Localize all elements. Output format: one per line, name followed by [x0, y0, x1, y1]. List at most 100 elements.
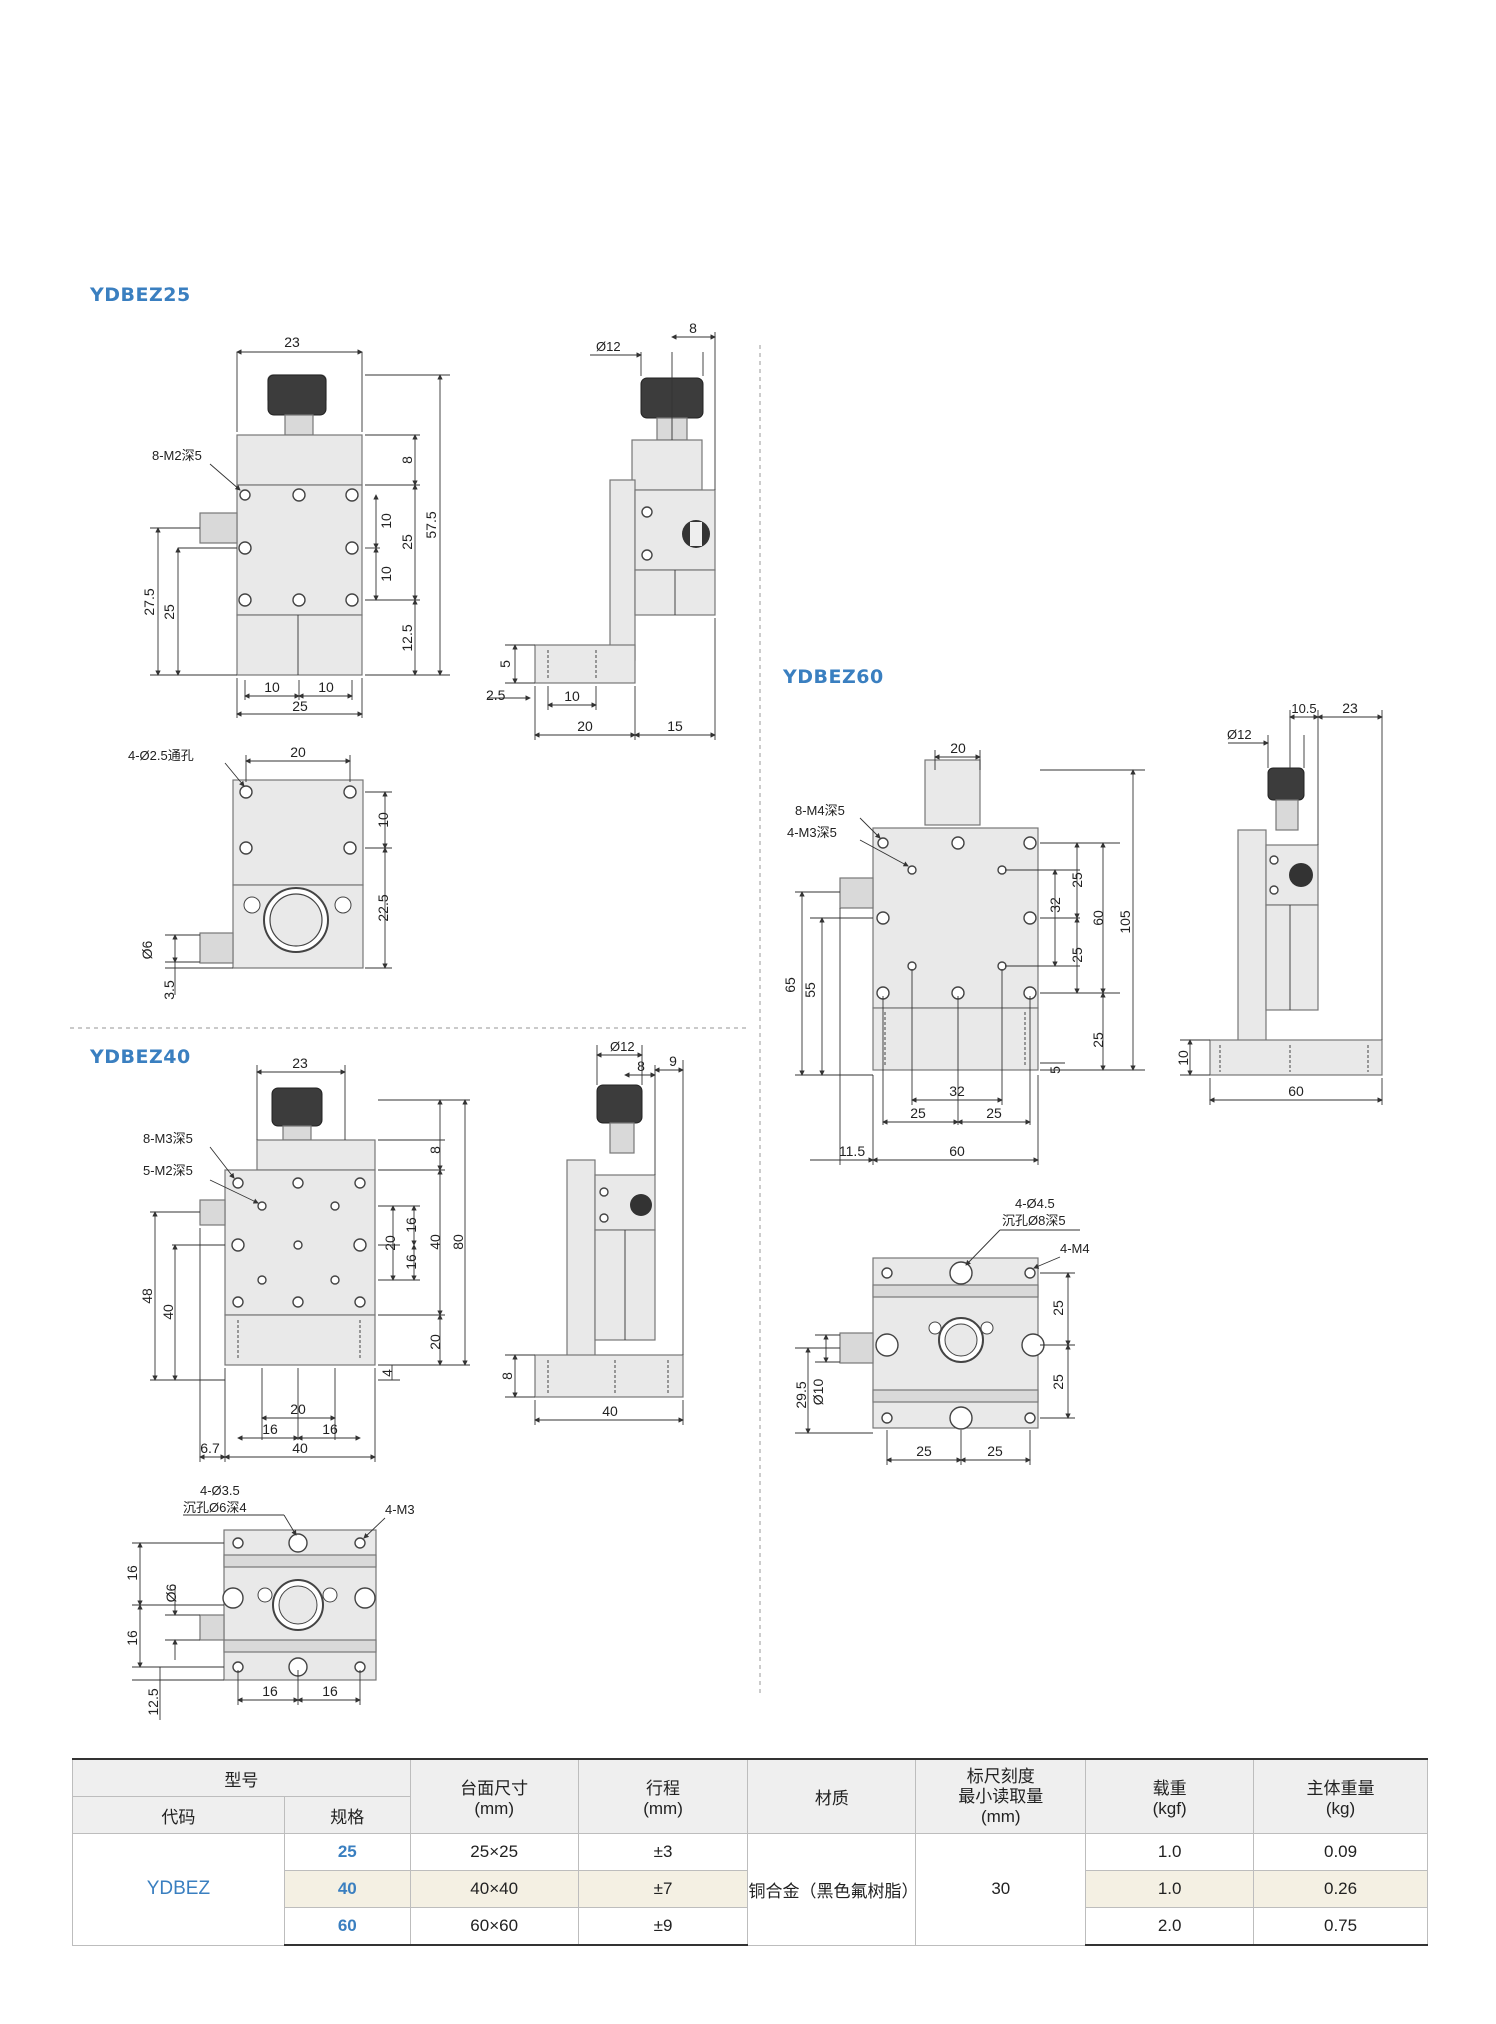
dim-label: 16 — [262, 1421, 278, 1437]
dim-label: 25 — [399, 534, 415, 550]
dim-label: 105 — [1117, 910, 1133, 934]
dim-label: 25 — [1050, 1374, 1066, 1390]
table-size-cell: 40×40 — [409, 1870, 579, 1908]
dim-label: 10 — [375, 812, 391, 828]
dim-label: 5 — [1047, 1066, 1063, 1074]
dim-label: 4 — [379, 1369, 395, 1377]
dim-label: 23 — [1342, 700, 1358, 716]
title-ydbez40: YDBEZ40 — [90, 1046, 191, 1068]
dim-label: 80 — [450, 1234, 466, 1250]
weight-cell: 0.09 — [1253, 1833, 1428, 1871]
dim-label: 25 — [1069, 947, 1085, 963]
dim-label: 57.5 — [423, 511, 439, 538]
dim-label: 10 — [318, 679, 334, 695]
table-row: 60 60×60 ±9 2.0 0.75 — [73, 1907, 1428, 1946]
dim-label: 23 — [292, 1055, 308, 1071]
header-table-size: 台面尺寸(mm) — [409, 1758, 579, 1834]
dim-label: Ø6 — [139, 940, 155, 959]
dim-label: Ø6 — [163, 1583, 179, 1602]
size-cell: 40 — [283, 1870, 411, 1908]
dim-label: 8 — [499, 1372, 515, 1380]
load-cell: 2.0 — [1085, 1907, 1255, 1946]
ydbez60-bottom-view: 4-Ø4.5 沉孔Ø8深5 4-M4 25 25 29.5 Ø10 25 25 — [793, 1196, 1090, 1465]
dim-label: 25 — [292, 698, 308, 714]
dim-label: 29.5 — [793, 1381, 809, 1408]
header-model: 型号 — [72, 1758, 411, 1797]
travel-cell: ±3 — [577, 1833, 749, 1871]
callout-label: 4-M3深5 — [787, 825, 837, 840]
header-weight: 主体重量(kg) — [1253, 1758, 1428, 1834]
dim-label: 2.5 — [486, 687, 506, 703]
dim-label: 10 — [1175, 1050, 1191, 1066]
dim-label: 25 — [916, 1443, 932, 1459]
dim-label: 25 — [987, 1443, 1003, 1459]
dim-label: 11.5 — [839, 1143, 865, 1159]
dim-label: 16 — [403, 1254, 419, 1270]
dim-label: 16 — [124, 1565, 140, 1581]
dim-label: 20 — [290, 744, 306, 760]
dim-label: 25 — [986, 1105, 1002, 1121]
dim-label: 8 — [427, 1146, 443, 1154]
dim-label: 20 — [577, 718, 593, 734]
dim-label: 20 — [290, 1401, 306, 1417]
dim-label: 6.7 — [200, 1440, 220, 1456]
dim-label: 25 — [161, 604, 177, 620]
load-cell: 1.0 — [1085, 1833, 1255, 1871]
dim-label: 8 — [637, 1058, 645, 1074]
table-size-cell: 25×25 — [409, 1833, 579, 1871]
dim-label: 10 — [564, 688, 580, 704]
dim-label: 65 — [782, 977, 798, 993]
dim-label: 40 — [292, 1440, 308, 1456]
dim-label: Ø10 — [810, 1379, 826, 1406]
ydbez40-front-view: 23 8-M3深5 5-M2深5 8 16 20 16 40 80 20 4 — [139, 1055, 470, 1462]
callout-label: 4-M3 — [385, 1502, 415, 1517]
dim-label: 22.5 — [375, 894, 391, 921]
dim-label: 20 — [950, 740, 966, 756]
dim-label: 40 — [602, 1403, 618, 1419]
dim-label: 10.5 — [1291, 701, 1316, 716]
size-cell: 25 — [283, 1833, 411, 1871]
dim-label: 8 — [689, 320, 697, 336]
dim-label: Ø12 — [610, 1039, 635, 1054]
callout-label: 4-Ø4.5 — [1015, 1196, 1055, 1211]
dim-label: 25 — [1090, 1032, 1106, 1048]
dim-label: 16 — [322, 1421, 338, 1437]
dim-label: 48 — [139, 1288, 155, 1304]
callout-label: 5-M2深5 — [143, 1163, 193, 1178]
dim-label: 3.5 — [161, 980, 177, 1000]
dim-label: 5 — [497, 660, 513, 668]
dim-label: 10 — [378, 566, 394, 582]
dim-label: 9 — [669, 1053, 677, 1069]
dim-label: 16 — [262, 1683, 278, 1699]
dim-label: 15 — [667, 718, 683, 734]
header-scale: 标尺刻度最小读取量(mm) — [915, 1758, 1087, 1834]
dim-label: 60 — [1090, 910, 1106, 926]
dim-label: 27.5 — [141, 588, 157, 615]
load-cell: 1.0 — [1085, 1870, 1255, 1908]
header-spec: 规格 — [283, 1796, 411, 1834]
ydbez25-front-view: 23 8-M2深5 8 10 10 25 57.5 12.5 27.5 25 1 — [141, 334, 450, 718]
table-size-cell: 60×60 — [409, 1907, 579, 1946]
dim-label: 16 — [322, 1683, 338, 1699]
dim-label: 32 — [949, 1083, 965, 1099]
table-row: 40 40×40 ±7 1.0 0.26 — [73, 1870, 1428, 1908]
dim-label: 25 — [1069, 872, 1085, 888]
dim-label: 32 — [1047, 897, 1063, 913]
callout-label: 沉孔Ø6深4 — [183, 1500, 247, 1515]
dim-label: 8 — [399, 456, 415, 464]
dim-label: 16 — [124, 1630, 140, 1646]
ydbez60-front-view: 20 8-M4深5 4-M3深5 25 32 25 60 105 25 5 65 — [782, 740, 1145, 1165]
dim-label: 25 — [910, 1105, 926, 1121]
header-travel: 行程(mm) — [577, 1758, 749, 1834]
callout-label: 4-Ø2.5通孔 — [128, 748, 194, 763]
spec-table: 型号 台面尺寸(mm) 行程(mm) 材质 标尺刻度最小读取量(mm) 载重(k… — [72, 1758, 1428, 1946]
dim-label: 23 — [284, 334, 300, 350]
title-ydbez60: YDBEZ60 — [783, 666, 884, 688]
dim-label: 40 — [427, 1234, 443, 1250]
callout-label: 8-M4深5 — [795, 803, 845, 818]
callout-label: 8-M2深5 — [152, 448, 202, 463]
header-load: 载重(kgf) — [1085, 1758, 1255, 1834]
dim-label: 10 — [264, 679, 280, 695]
dim-label: 20 — [382, 1235, 398, 1251]
scale-cell: 30 — [915, 1833, 1087, 1946]
